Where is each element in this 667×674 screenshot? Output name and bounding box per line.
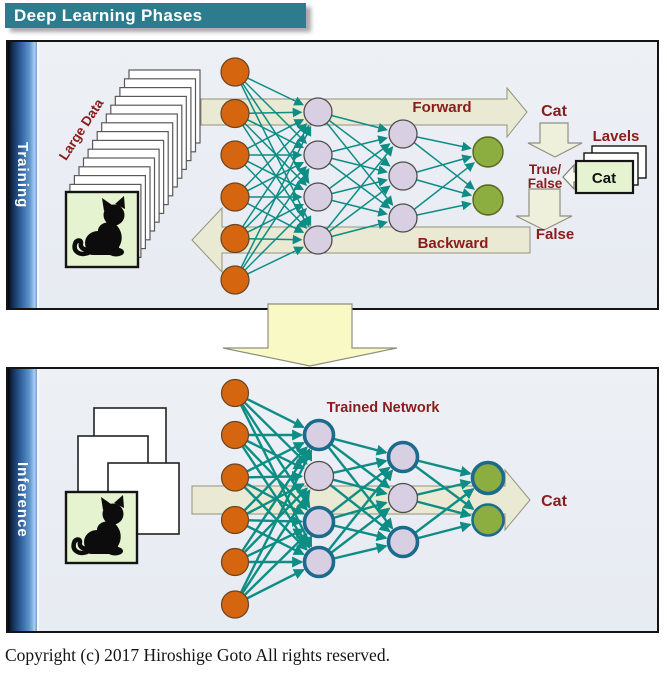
title-bar: Deep Learning Phases [5, 3, 306, 28]
connection-line [317, 143, 391, 198]
connection-line [234, 434, 308, 511]
false-result-label: False [536, 226, 574, 243]
input-node [220, 182, 250, 212]
connection-line [234, 487, 308, 563]
hidden2-node [388, 119, 418, 149]
trained-network-label: Trained Network [327, 400, 441, 416]
connection-line [317, 111, 391, 167]
hidden1-node [302, 545, 336, 579]
connection-line [234, 166, 308, 240]
training-label: Training [14, 141, 31, 209]
connection-line [317, 146, 394, 241]
hidden1-node [302, 418, 336, 452]
connection-line [402, 162, 475, 219]
hidden1-node [303, 460, 335, 492]
output-node [471, 503, 505, 537]
output-node [472, 184, 504, 216]
connection-line [233, 449, 313, 606]
forward-label: Forward [412, 99, 471, 116]
connection-line [234, 71, 308, 145]
connection-line [234, 533, 308, 606]
connection-line [234, 154, 308, 229]
hidden2-node [388, 161, 418, 191]
forward-arrow [200, 86, 528, 139]
training-diagram: Forward Backward Cat True/ False Lavels … [56, 57, 647, 295]
training-label-bar: Training [8, 42, 39, 308]
connection-line [233, 489, 311, 606]
hidden2-node [387, 482, 419, 514]
connection-line [234, 207, 308, 281]
down-arrow-2 [515, 188, 573, 231]
backward-arrow [191, 206, 531, 274]
true-false-label-line1: True/ [529, 162, 562, 177]
inference-label-bar: Inference [8, 369, 39, 631]
input-node [220, 57, 250, 87]
true-false-label-line2: False [528, 176, 563, 191]
connection-line [234, 446, 308, 521]
hidden1-node [303, 182, 333, 212]
hidden1-node [303, 97, 333, 127]
input-node [220, 547, 250, 577]
hidden1-node [303, 140, 333, 170]
hidden2-node [386, 440, 420, 474]
transition-down-arrow [222, 303, 398, 367]
hidden1-node [303, 225, 333, 255]
inference-panel: Trained Network Cat Inference [6, 367, 659, 633]
page-title: Deep Learning Phases [14, 6, 203, 25]
hidden2-node [386, 525, 420, 559]
hidden2-node [388, 203, 418, 233]
inference-network [220, 378, 506, 619]
connection-line [234, 167, 310, 281]
training-panel: Forward Backward Cat True/ False Lavels … [6, 40, 659, 310]
connection-line [234, 113, 310, 228]
hidden1-node [302, 505, 336, 539]
training-prediction-label: Cat [541, 103, 567, 120]
connection-line [317, 185, 391, 241]
input-node [220, 590, 250, 619]
output-node [470, 460, 506, 496]
label-card-text: Cat [592, 170, 616, 187]
input-node [220, 378, 250, 408]
input-node [220, 463, 250, 492]
input-node [220, 505, 250, 535]
connection-line [234, 124, 310, 239]
inference-prediction-label: Cat [541, 493, 567, 510]
connection-line [402, 133, 475, 190]
connection-line [233, 448, 311, 563]
inference-diagram: Trained Network Cat [64, 378, 568, 619]
connection-line [234, 125, 312, 281]
input-node [220, 420, 250, 450]
connection-line [317, 154, 391, 209]
connection-line [234, 112, 308, 186]
output-node [472, 136, 504, 168]
connection-line [234, 123, 308, 198]
training-network [220, 57, 504, 295]
label-card-front [574, 159, 635, 195]
phase-transition-arrow [222, 303, 398, 367]
input-node [220, 140, 250, 170]
copyright-text: Copyright (c) 2017 Hiroshige Goto All ri… [5, 645, 390, 665]
input-node [220, 265, 250, 295]
down-arrow-1 [527, 122, 583, 158]
connection-line [318, 469, 394, 563]
labels-title: Lavels [593, 128, 640, 145]
input-node [220, 223, 250, 254]
input-node [220, 98, 250, 129]
backward-label: Backward [418, 235, 489, 252]
inference-label: Inference [14, 462, 31, 538]
